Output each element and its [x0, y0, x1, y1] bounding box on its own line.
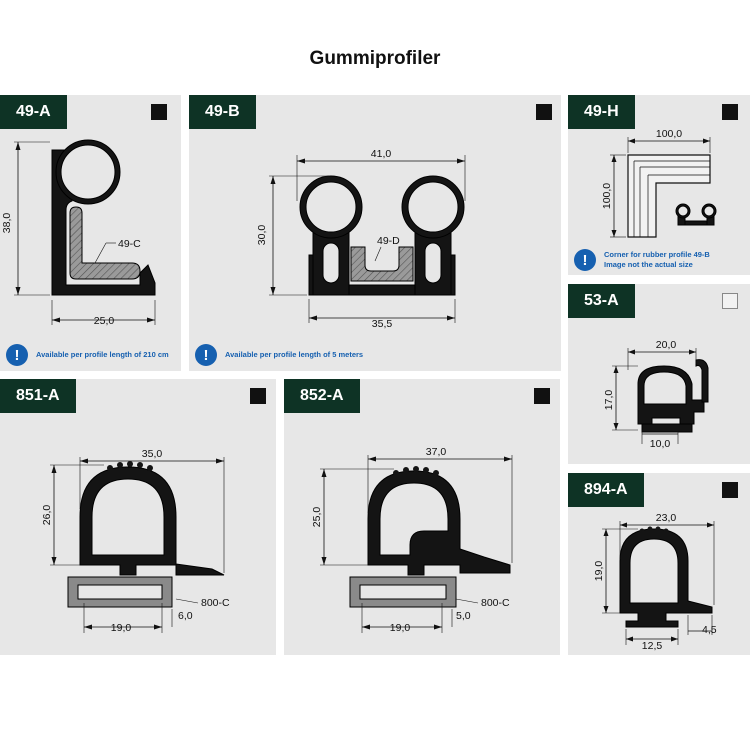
- panel-894-a: 894-A 23,0 19,0 12,5 4,5: [568, 473, 750, 655]
- callout-label: 49-D: [377, 235, 400, 247]
- dim-label-height: 30,0: [256, 225, 268, 246]
- dim-label-width: 37,0: [426, 446, 447, 458]
- profile-drawing-53-a: 20,0 17,0 10,0: [603, 339, 709, 450]
- dim-label-height: 17,0: [603, 390, 615, 411]
- profile-drawing-49-a: 38,0 25,0 49-C: [1, 139, 156, 327]
- dim-label-base: 12,5: [642, 640, 663, 652]
- profile-code-label: 49-A: [0, 95, 67, 129]
- dim-label-slot: 19,0: [390, 622, 411, 634]
- dim-label-height: 38,0: [1, 213, 13, 234]
- note-text: Available per profile length of 210 cm: [36, 350, 169, 359]
- bulb-hollow-right: [407, 181, 459, 233]
- dim-label-bottom: 35,5: [372, 318, 393, 330]
- info-icon: !: [195, 344, 217, 366]
- profile-drawing-49-h: 100,0 100,0: [601, 128, 717, 238]
- panel-53-a: 53-A 20,0 17,0 10,0: [568, 284, 750, 464]
- color-swatch-white: [722, 293, 738, 309]
- panel-852-a: 852-A 37,0 25,0 19,0 5,0 80: [284, 379, 560, 655]
- panel-49-a: 49-A 38,0 25,0 49-C !: [0, 95, 181, 371]
- info-icon: !: [574, 249, 596, 271]
- profile-code-label: 851-A: [0, 379, 76, 413]
- availability-note: ! Available per profile length of 210 cm: [6, 344, 169, 366]
- color-swatch-black: [250, 388, 266, 404]
- dim-label-lip: 6,0: [178, 610, 193, 622]
- dim-label-width: 100,0: [656, 128, 682, 140]
- dim-label-slot: 19,0: [111, 622, 132, 634]
- dim-label-height: 26,0: [41, 505, 53, 526]
- profile-code-label: 852-A: [284, 379, 360, 413]
- callout-label: 800-C: [481, 597, 510, 609]
- availability-note: ! Available per profile length of 5 mete…: [195, 344, 363, 366]
- dim-label-height: 100,0: [601, 183, 613, 209]
- dim-label-lip: 4,5: [702, 624, 717, 636]
- dim-label-width: 35,0: [142, 448, 163, 460]
- color-swatch-black: [536, 104, 552, 120]
- profile-drawing-851-a: 35,0 26,0 19,0 6,0 800-C: [41, 448, 230, 634]
- profile-drawing-49-b: 41,0 30,0 35,5 49-D: [256, 148, 466, 330]
- panel-49-h: 49-H 100,0 100,0 ! Corner for rubber pro…: [568, 95, 750, 275]
- profile-drawing-894-a: 23,0 19,0 12,5 4,5: [593, 512, 717, 652]
- note-line-2: Image not the actual size: [604, 260, 693, 269]
- dim-label-width: 25,0: [94, 315, 115, 327]
- panel-851-a: 851-A 35,0 26,0 19,0 6,0: [0, 379, 276, 655]
- profile-code-label: 53-A: [568, 284, 635, 318]
- note-text: Available per profile length of 5 meters: [225, 350, 364, 359]
- dim-label-top: 41,0: [371, 148, 392, 160]
- bulb-hollow: [60, 144, 116, 200]
- profile-code-label: 894-A: [568, 473, 644, 507]
- callout-label: 49-C: [118, 238, 141, 250]
- color-swatch-black: [534, 388, 550, 404]
- color-swatch-black: [151, 104, 167, 120]
- profile-code-label: 49-H: [568, 95, 635, 129]
- dim-label-lip: 5,0: [456, 610, 471, 622]
- profile-drawing-852-a: 37,0 25,0 19,0 5,0 800-C: [311, 446, 513, 634]
- dim-label-height: 25,0: [311, 507, 323, 528]
- insert-49-c: [69, 206, 141, 280]
- dim-label-width: 20,0: [656, 339, 677, 351]
- dim-label-base: 10,0: [650, 438, 671, 450]
- page-title: Gummiprofiler: [309, 48, 441, 69]
- panel-49-b: 49-B 41,0 30,0 35,5: [189, 95, 561, 371]
- info-icon: !: [6, 344, 28, 366]
- note-line-1: Corner for rubber profile 49-B: [604, 250, 710, 259]
- corner-note: ! Corner for rubber profile 49-B Image n…: [574, 249, 710, 271]
- dim-label-width: 23,0: [656, 512, 677, 524]
- color-swatch-black: [722, 482, 738, 498]
- color-swatch-black: [722, 104, 738, 120]
- callout-label: 800-C: [201, 597, 230, 609]
- profile-code-label: 49-B: [189, 95, 256, 129]
- bulb-hollow-left: [305, 181, 357, 233]
- dim-label-height: 19,0: [593, 561, 605, 582]
- insert-49-d: [350, 246, 414, 282]
